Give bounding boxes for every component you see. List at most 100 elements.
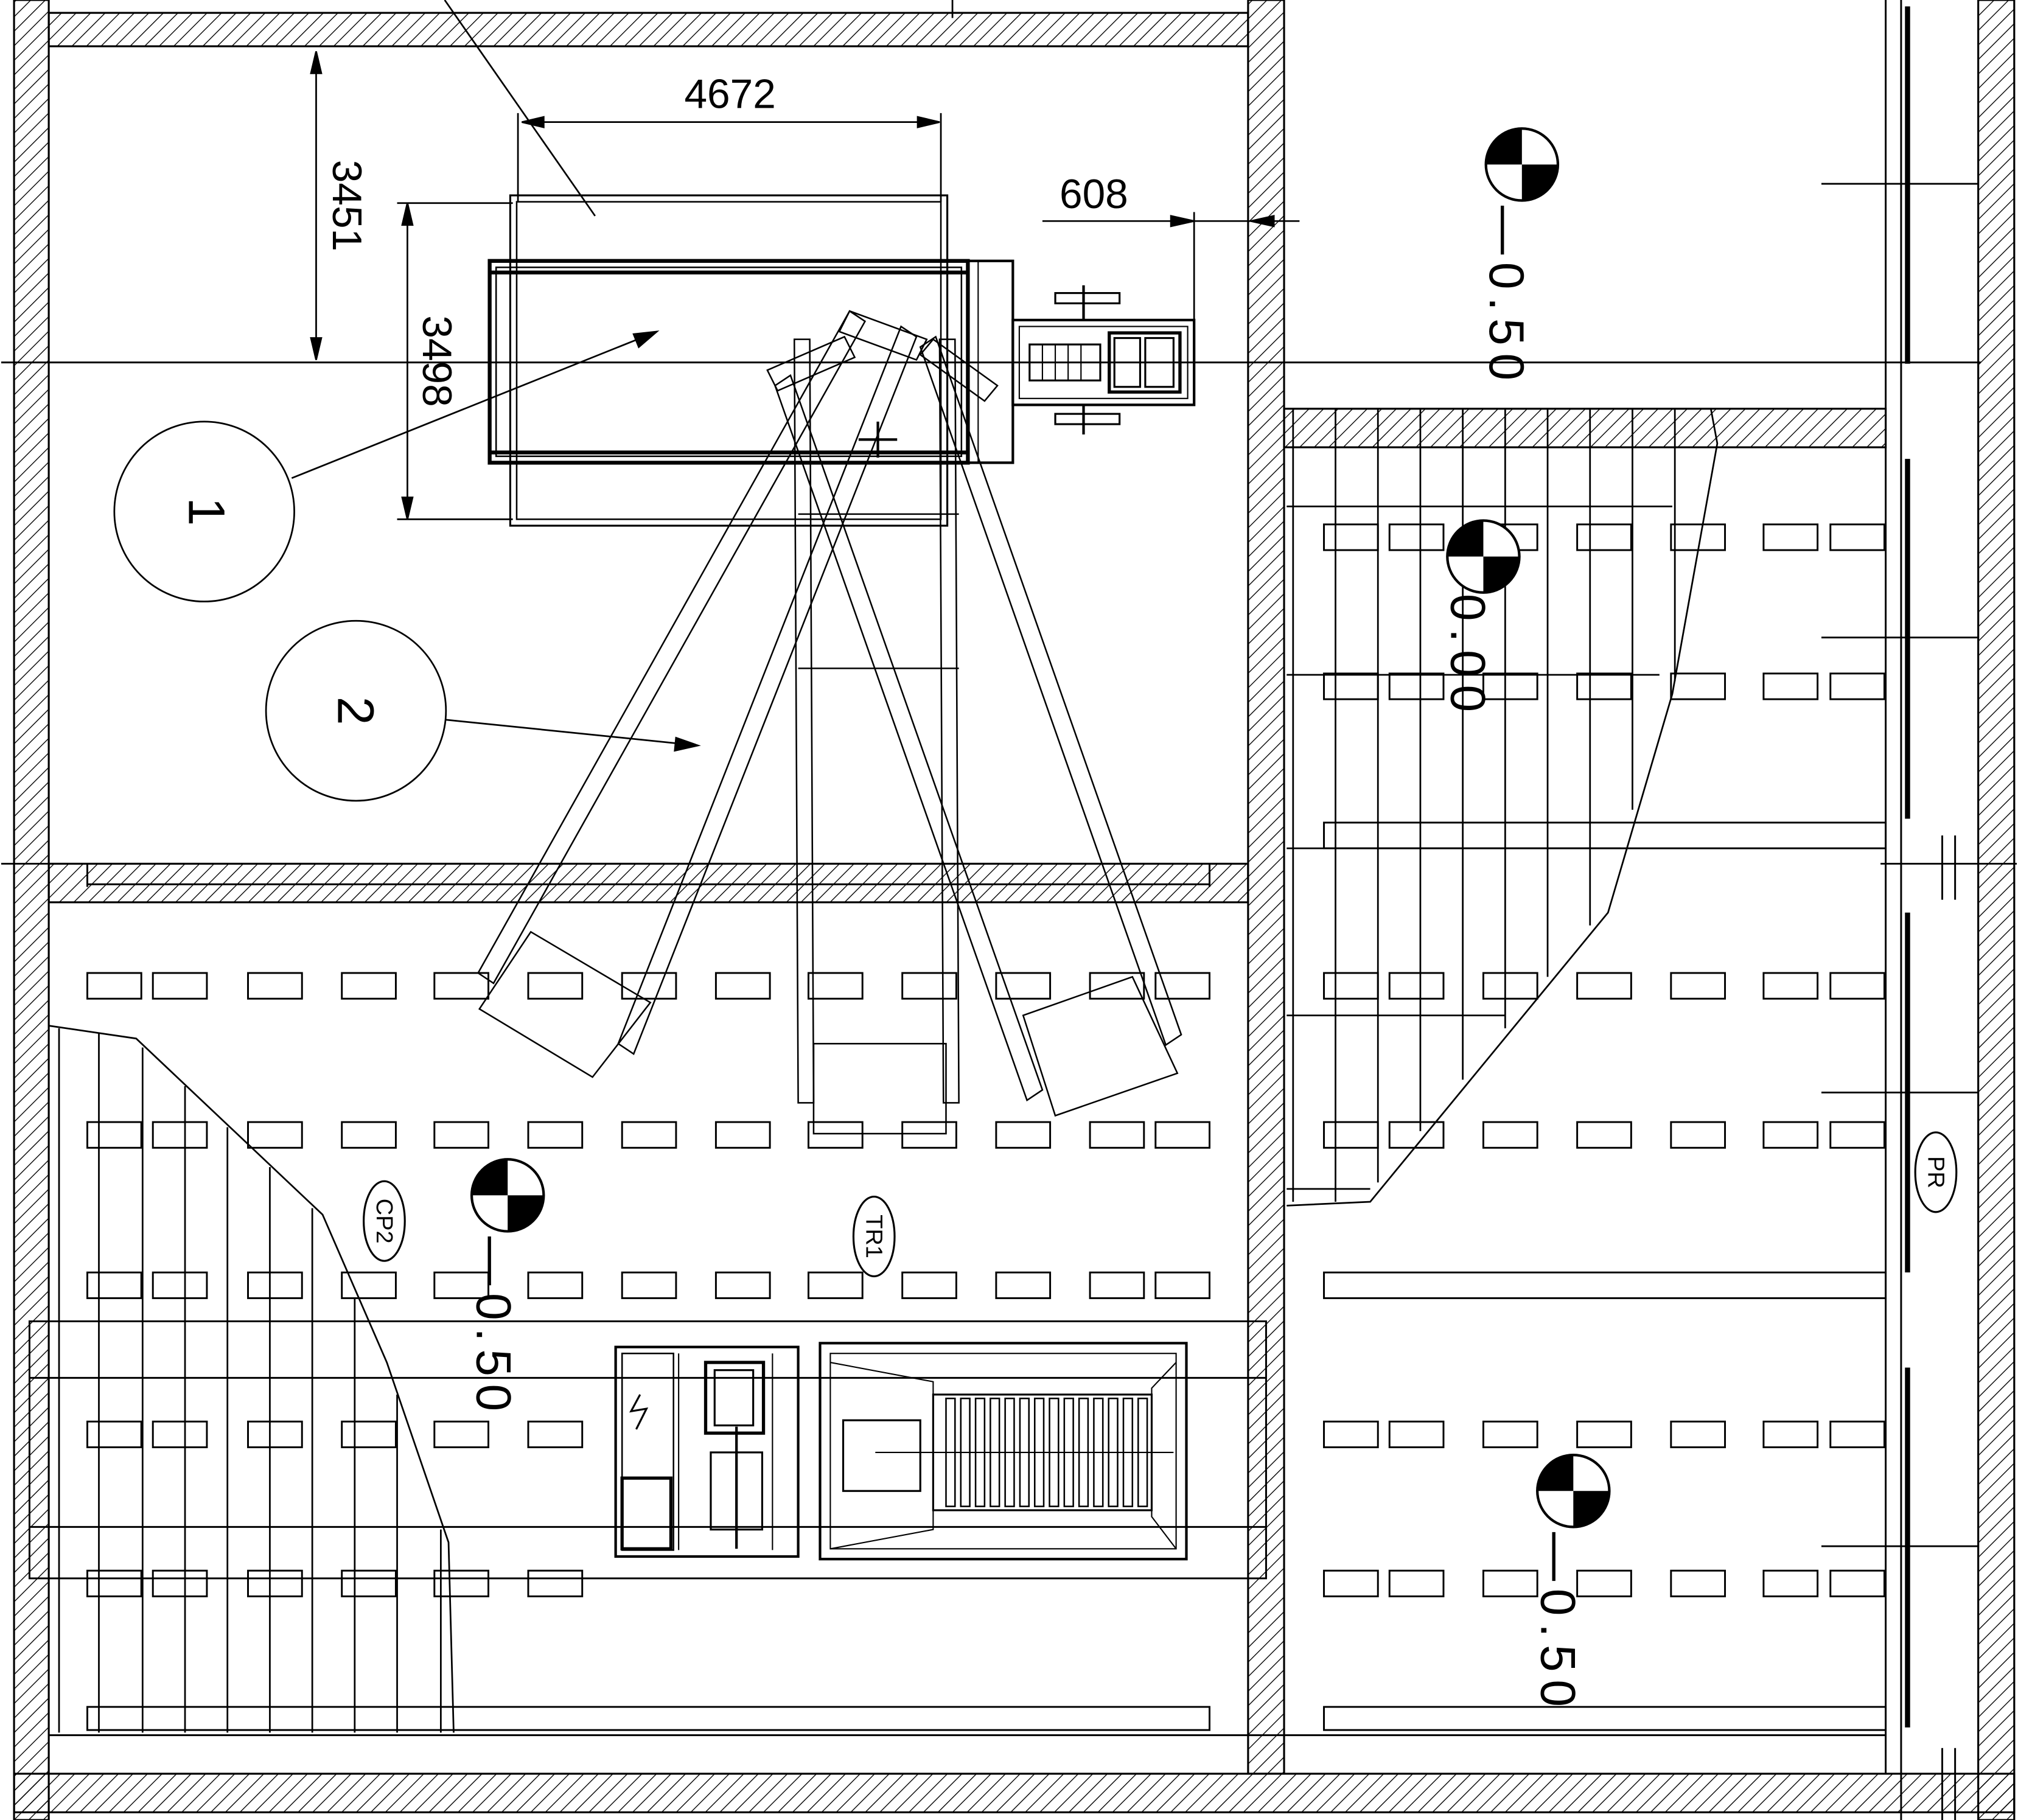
radiator-fin [1019,1397,1030,1507]
switchgear-cabinet [614,1345,800,1558]
radiator-fin [960,1397,971,1507]
floor-slot [1089,1121,1145,1149]
floor-slot [527,1569,584,1597]
floor-slot [341,1420,397,1448]
floor-slot [247,1121,303,1149]
floor-slot [433,1121,490,1149]
floor-slot [1154,1121,1210,1149]
floor-slot [341,972,397,1000]
floor-slot [341,1271,397,1299]
tag-tr1-outline [852,1195,896,1278]
floor-slot [1154,1271,1210,1299]
radiator-fin [945,1397,956,1507]
level-value-top-right: —0.50 [1479,206,1534,388]
floor-slot [1388,523,1445,551]
floor-slot [433,972,490,1000]
floor-slot [1670,972,1726,1000]
level-marker-lower-left [470,1158,545,1233]
radiator-fin [1137,1397,1148,1507]
wall-left [13,0,50,1820]
radiator-fin [974,1397,986,1507]
floor-slot [341,1121,397,1149]
floor-slot [1829,672,1885,700]
floor-slot [86,972,142,1000]
tag-pr-outline [1914,1131,1958,1213]
floor-slot [1323,523,1379,551]
callout-leaders [113,0,701,802]
floor-slot [995,1121,1052,1149]
floor-slot [1388,1420,1445,1448]
floor-slot [152,1271,208,1299]
radiator-fin [990,1397,1000,1507]
floor-slot [995,972,1052,1000]
floor-slot [1388,1121,1445,1149]
right-fill-region [1287,408,1719,1207]
floor-slot [714,1121,771,1149]
floor-slot [1089,1271,1145,1299]
callout-2-label: 2 [327,697,384,725]
tag-cp2-outline [363,1180,406,1262]
floor-slot [86,1569,142,1597]
floor-slot [1762,972,1819,1000]
level-value-lower-right: —0.50 [1530,1532,1585,1715]
floor-slot [86,1271,142,1299]
floor-slot [527,972,584,1000]
floor-slot [152,972,208,1000]
floor-slot [1762,672,1819,700]
floor-slot [1829,523,1885,551]
floor-slot [1323,1569,1379,1597]
floor-slot [1154,972,1210,1000]
tag-tr1: TR1 [861,1215,887,1258]
floor-slot [1482,1420,1538,1448]
conveyor-arms [477,310,1182,1135]
level-value-middle-right: 0.00 [1440,594,1495,720]
floor-slot [152,1121,208,1149]
floor-slot [1323,972,1379,1000]
callout-1-label: 1 [178,497,235,526]
floor-slot-grid [86,523,1885,1597]
floor-slot [1762,1420,1819,1448]
dimension-lines [310,0,1300,520]
level-marker-top-right [1484,127,1560,202]
wall-right-room-top [1283,408,1887,448]
radiator-fin [1063,1397,1074,1507]
transformer-tr1-fins [945,1397,1148,1507]
floor-slot [433,1271,490,1299]
floor-slot [527,1420,584,1448]
floor-slot [1388,672,1445,700]
floor-slot [1388,1569,1445,1597]
floor-slot [86,1420,142,1448]
level-marker-middle-right [1446,519,1521,594]
wall-mid-horizontal [47,862,1249,904]
long-floor-bars [28,821,1887,1731]
floor-slot [341,1569,397,1597]
floor-slot [1323,672,1379,700]
floor-slot [621,1121,677,1149]
floor-slot [714,972,771,1000]
floor-slot [808,1121,864,1149]
floor-slot [1670,1569,1726,1597]
tag-pr: PR [1922,1156,1948,1188]
floor-slot [152,1420,208,1448]
floor-slot [621,972,677,1000]
floor-slot [808,972,864,1000]
floor-slot [1829,972,1885,1000]
wall-top [47,12,1249,47]
left-fill-region [48,1025,455,1733]
dimension-4672: 4672 [684,71,775,117]
floor-slot [1670,1420,1726,1448]
transformer-tr1-body [819,1342,1188,1561]
floor-slot [527,1271,584,1299]
floor-slot [995,1271,1052,1299]
walls [13,0,2016,1820]
level-value-lower-left: —0.50 [466,1236,521,1419]
floor-slot [86,1121,142,1149]
floor-slot [1829,1420,1885,1448]
floor-slot [1388,972,1445,1000]
floor-slot [901,1271,957,1299]
floor-slot [1829,1121,1885,1149]
floor-slot [1482,972,1538,1000]
floor-slot [714,1271,771,1299]
floor-slot [1323,1121,1379,1149]
